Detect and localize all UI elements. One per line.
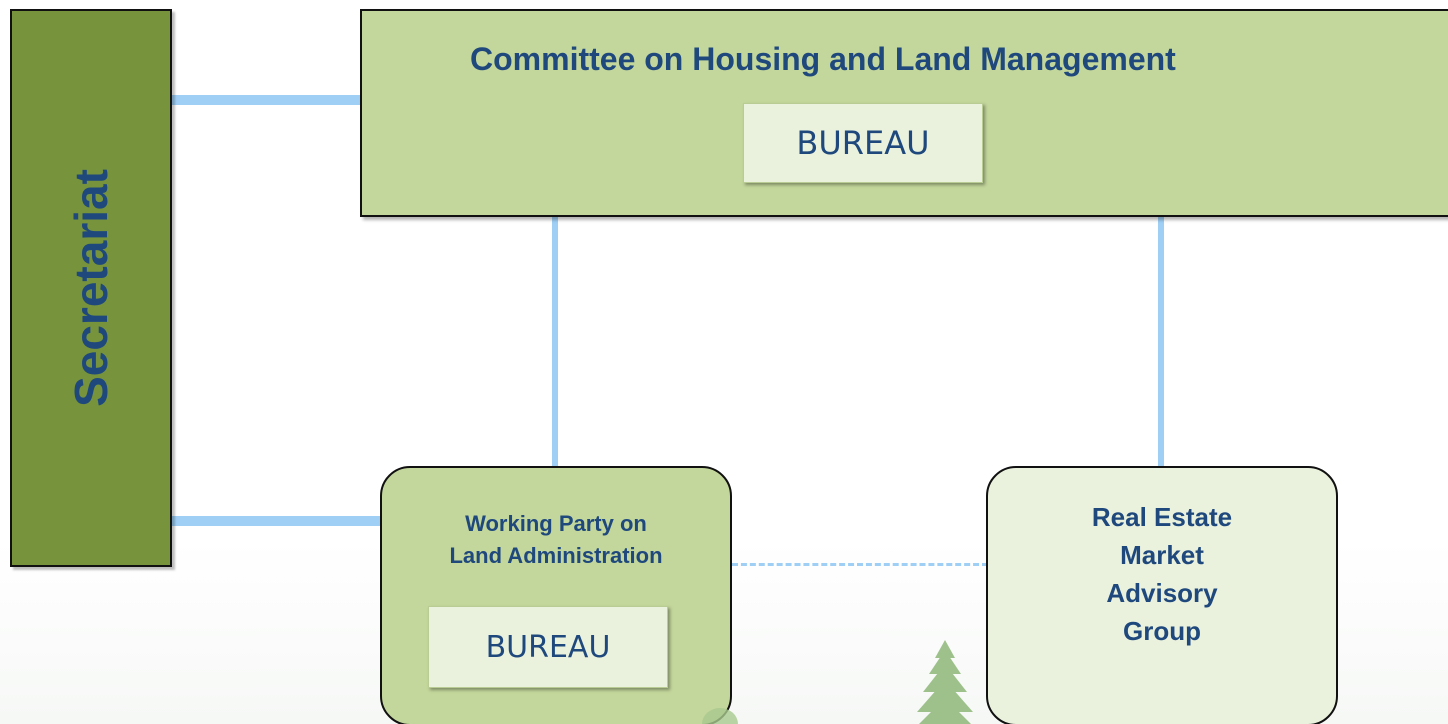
connector-secretariat-committee <box>172 95 362 105</box>
real-estate-title-line: Group <box>1123 616 1201 646</box>
committee-bureau-label: BUREAU <box>796 124 930 162</box>
connector-committee-real-estate <box>1158 217 1164 468</box>
committee-box: Committee on Housing and Land Management… <box>360 9 1448 217</box>
working-party-bureau-box: BUREAU <box>428 606 668 688</box>
working-party-bureau-label: BUREAU <box>485 629 611 665</box>
secretariat-box: Secretariat <box>10 9 172 567</box>
tree-icon <box>917 640 973 724</box>
real-estate-advisory-title: Real Estate Market Advisory Group <box>988 498 1336 650</box>
connector-committee-working-party <box>552 217 558 468</box>
working-party-title-line: Working Party on <box>465 511 647 536</box>
connector-secretariat-working-party <box>172 516 382 526</box>
working-party-box: Working Party on Land Administration BUR… <box>380 466 732 724</box>
real-estate-title-line: Market <box>1120 540 1204 570</box>
working-party-title-line: Land Administration <box>449 543 663 568</box>
real-estate-title-line: Real Estate <box>1091 502 1233 532</box>
committee-title: Committee on Housing and Land Management <box>470 41 1176 77</box>
bush-icon <box>702 708 738 724</box>
connector-working-party-real-estate <box>732 563 988 566</box>
working-party-title: Working Party on Land Administration <box>382 508 730 572</box>
committee-bureau-box: BUREAU <box>743 103 983 183</box>
secretariat-label: Secretariat <box>65 169 117 407</box>
real-estate-advisory-box: Real Estate Market Advisory Group <box>986 466 1338 724</box>
real-estate-title-line: Advisory <box>1106 578 1218 608</box>
